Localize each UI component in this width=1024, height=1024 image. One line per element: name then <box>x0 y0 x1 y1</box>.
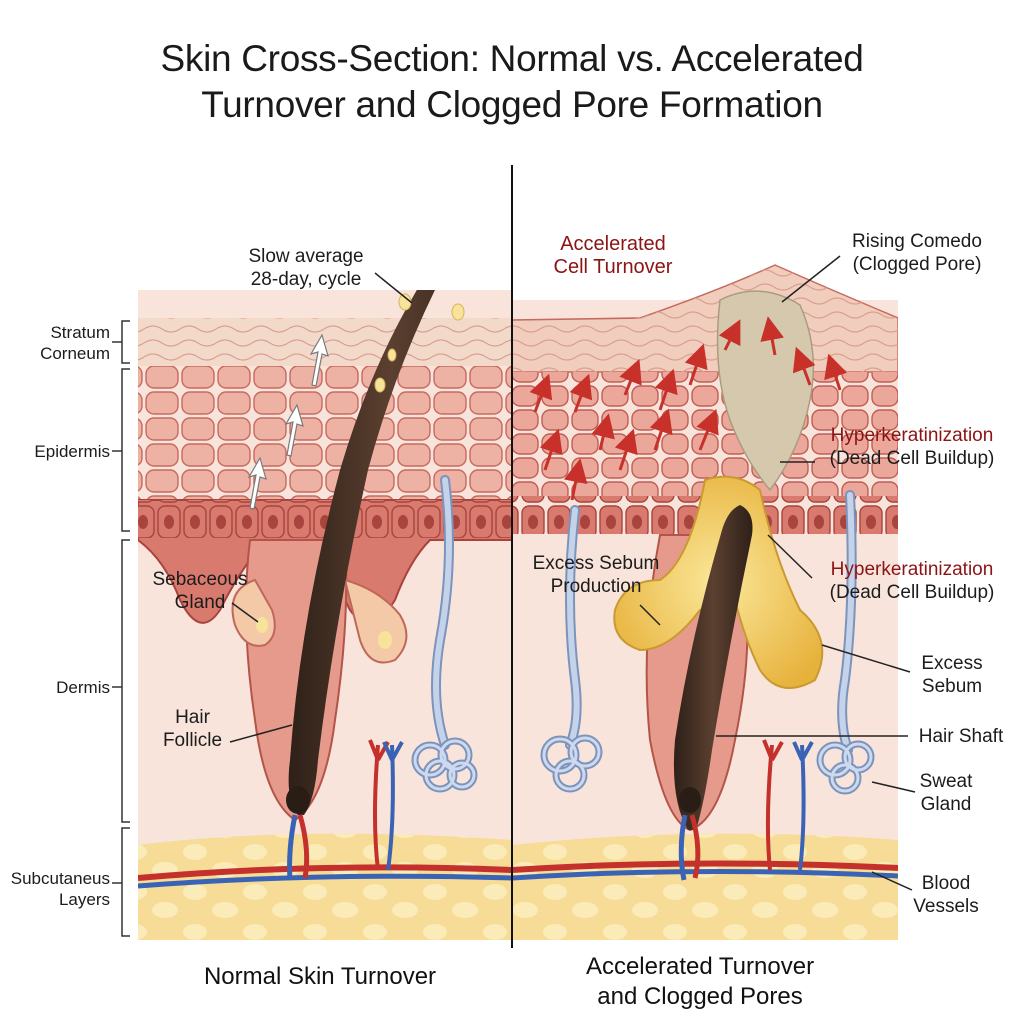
label-stratum-corneum: Stratum Corneum <box>40 323 110 363</box>
normal-skin-panel <box>138 290 512 940</box>
slow-turnover-arrows <box>247 333 329 510</box>
label-hair-follicle: Hair Follicle <box>162 707 223 751</box>
label-hyperkeratinization-b: Hyperkeratinization (Dead Cell Buildup) <box>829 559 995 603</box>
clogged-skin-panel <box>512 264 898 940</box>
accelerated-turnover-arrows <box>529 316 848 501</box>
layer-brackets <box>112 320 130 937</box>
label-dermis: Dermis <box>56 678 110 697</box>
title-line-2: Turnover and Clogged Pore Formation <box>201 84 823 125</box>
dead-cell-buildup <box>716 290 815 492</box>
label-accelerated-turnover: Accelerated Cell Turnover <box>553 233 673 278</box>
title-line-1: Skin Cross-Section: Normal vs. Accelerat… <box>160 38 864 79</box>
label-epidermis: Epidermis <box>34 442 110 461</box>
leader-lines <box>229 255 916 891</box>
hair-shaft-left <box>288 290 435 815</box>
epidermis-left <box>138 366 512 500</box>
diagram-title: Skin Cross-Section: Normal vs. Accelerat… <box>0 36 1024 128</box>
label-hair-shaft: Hair Shaft <box>918 726 1004 747</box>
label-blood-vessels: Blood Vessels <box>913 873 979 917</box>
label-hyperkeratinization-a: Hyperkeratinization (Dead Cell Buildup) <box>829 425 995 469</box>
caption-normal: Normal Skin Turnover <box>203 963 437 990</box>
label-rising-comedo: Rising Comedo (Clogged Pore) <box>852 231 982 275</box>
label-slow-cycle: Slow average 28-day, cycle <box>248 246 364 290</box>
blood-vessels <box>512 860 898 873</box>
caption-accelerated: Accelerated Turnover and Clogged Pores <box>585 953 815 1010</box>
label-subcutaneous: Subcutaneus Layers <box>10 869 110 909</box>
label-sebaceous-gland: Sebaceous Gland <box>152 569 248 613</box>
label-sweat-gland: Sweat Gland <box>919 771 973 815</box>
hair-shaft-right <box>673 505 753 830</box>
label-excess-sebum-production: Excess Sebum Production <box>532 553 660 597</box>
label-excess-sebum: Excess Sebum <box>921 653 983 697</box>
